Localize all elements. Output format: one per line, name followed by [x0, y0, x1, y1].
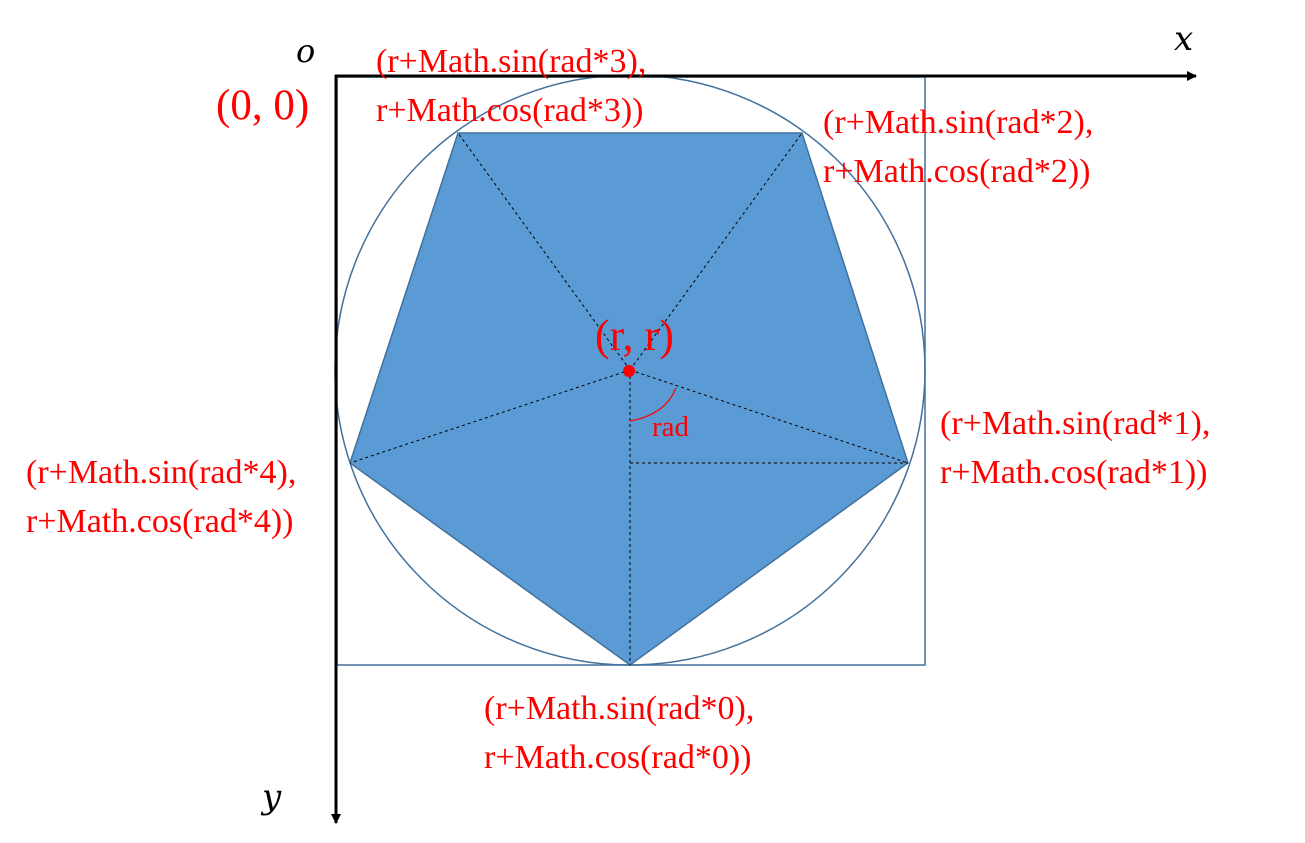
center-label: (r, r)	[595, 311, 674, 360]
radius-lines	[349, 132, 909, 665]
radius-line-3	[457, 132, 631, 371]
radius-line-2	[629, 132, 803, 371]
vertex-label-3-line2: r+Math.cos(rad*3))	[376, 92, 643, 129]
radius-line-1	[629, 369, 909, 464]
y-axis-letter: y	[260, 777, 282, 817]
radius-line-4	[349, 369, 631, 464]
vertex-label-0: (r+Math.sin(rad*0), r+Math.cos(rad*0))	[484, 690, 754, 776]
vertex-label-0-line1: (r+Math.sin(rad*0),	[484, 690, 754, 727]
vertex-label-2: (r+Math.sin(rad*2), r+Math.cos(rad*2))	[823, 104, 1093, 190]
vertex-label-1-line1: (r+Math.sin(rad*1),	[940, 405, 1210, 442]
vertex-label-2-line1: (r+Math.sin(rad*2),	[823, 104, 1093, 141]
origin-letter: o	[296, 32, 315, 70]
angle-arc	[629, 387, 677, 422]
vertex-label-2-line2: r+Math.cos(rad*2))	[823, 153, 1090, 190]
angle-label: rad	[652, 411, 690, 443]
vertex-label-0-line2: r+Math.cos(rad*0))	[484, 739, 751, 776]
origin-label: (0, 0)	[216, 82, 309, 129]
vertex-label-4-line1: (r+Math.sin(rad*4),	[26, 454, 296, 491]
vertex-label-3: (r+Math.sin(rad*3), r+Math.cos(rad*3))	[376, 43, 646, 129]
vertex-label-4: (r+Math.sin(rad*4), r+Math.cos(rad*4))	[26, 454, 296, 540]
center-point	[623, 365, 635, 377]
vertex-label-1: (r+Math.sin(rad*1), r+Math.cos(rad*1))	[940, 405, 1210, 491]
x-axis-letter: x	[1174, 19, 1193, 59]
vertex-label-3-line1: (r+Math.sin(rad*3),	[376, 43, 646, 80]
pentagon	[349, 132, 909, 666]
vertex-label-4-line2: r+Math.cos(rad*4))	[26, 503, 293, 540]
vertex-label-1-line2: r+Math.cos(rad*1))	[940, 454, 1207, 491]
